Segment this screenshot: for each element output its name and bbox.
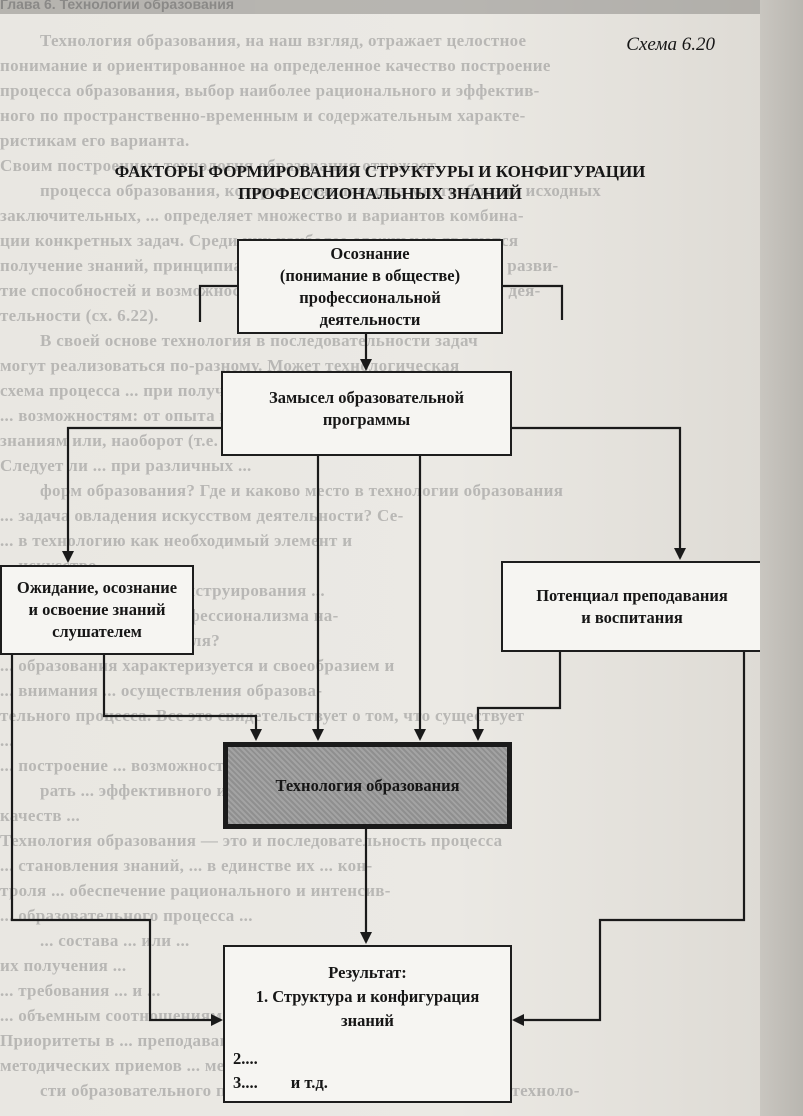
line-right-to-result	[512, 652, 746, 1026]
listener-box: Ожидание, осознание и освоение знаний сл…	[0, 565, 194, 655]
listener-line2: и освоение знаний	[28, 600, 166, 619]
bleed-text-line: ... становления знаний, ... в единстве и…	[0, 856, 373, 875]
potential-line2: и воспитания	[581, 607, 683, 627]
result-item-1-line2: знаний	[341, 1011, 394, 1030]
awareness-box: Осознание (понимание в обществе) професс…	[237, 239, 503, 334]
program-line2: программы	[322, 410, 411, 429]
listener-line3: слушателем	[52, 622, 142, 641]
bleed-text-line: Своим построением технология образования…	[0, 156, 437, 175]
bleed-text-line: Технология образования, на наш взгляд, о…	[40, 31, 527, 50]
bleed-text-line: ... образования характеризуется и своеоб…	[0, 656, 395, 675]
bleed-text-line: тельного процесса. Все это свидетельству…	[0, 706, 525, 725]
running-head: Глава 6. Технологии образования	[0, 0, 234, 12]
bleed-text-line: процесса образования, которое проявляетс…	[40, 181, 602, 200]
bleed-text-line: Технология образования — это и последова…	[0, 831, 503, 850]
technology-label: Технология образования	[275, 775, 460, 795]
bleed-text-line: ... задача овладения искусством деятельн…	[0, 506, 404, 525]
bleed-text-line: форм образования? Где и каково место в т…	[40, 481, 564, 500]
result-item-1-line1: 1. Структура и конфигурация	[255, 987, 480, 1006]
bleed-text-line: ...	[0, 731, 14, 750]
diagram-title-line1: ФАКТОРЫ ФОРМИРОВАНИЯ СТРУКТУРЫ И КОНФИГУ…	[114, 162, 646, 181]
bleed-text-line: троля ... обеспечение рационального и ин…	[0, 881, 391, 900]
bleed-text-line: понимание и ориентированное на определен…	[0, 56, 551, 75]
running-head-band: Глава 6. Технологии образования	[0, 0, 760, 14]
technology-box: Технология образования	[223, 742, 512, 829]
scheme-label: Схема 6.20	[626, 34, 715, 55]
bleed-text-line: ного по пространственно-временным и соде…	[0, 106, 526, 125]
result-box: Результат: 1. Структура и конфигурация з…	[223, 945, 512, 1103]
awareness-line1: Осознание	[330, 243, 410, 263]
result-item-3: 3.... и т.д.	[233, 1073, 328, 1092]
result-item-2: 2....	[233, 1049, 258, 1068]
flow-arrows	[10, 284, 746, 1026]
arrow-program-to-listener	[62, 426, 221, 563]
potential-line1: Потенциал преподавания	[536, 585, 728, 605]
bleed-text-line: их получения ...	[0, 956, 127, 975]
bleed-text-line: ... возможностям: от опыта к	[0, 406, 230, 425]
arrow-program-to-potential	[512, 426, 686, 560]
bleed-text-line: ... внимания ... осуществления образова-	[0, 681, 323, 700]
bleed-text-line: процесса образования, выбор наиболее рац…	[0, 81, 540, 100]
bleed-text-line: ... состава ... или ...	[40, 931, 190, 950]
result-heading: Результат:	[328, 963, 407, 982]
arrow-listener-to-tech	[102, 655, 262, 741]
bleed-text-line: тельности (сх. 6.22).	[0, 306, 159, 325]
bleed-text-line: заключительных, ... определяет множество…	[0, 206, 524, 225]
bleed-text-line: ристикам его варианта.	[0, 131, 190, 150]
awareness-line3: профессиональной	[299, 287, 441, 307]
bleed-text-line: В своей основе технология в последовател…	[40, 331, 478, 350]
diagram-title-line2: ПРОФЕССИОНАЛЬНЫХ ЗНАНИЙ	[238, 184, 522, 203]
bleed-text-line: ... в технологию как необходимый элемент…	[0, 531, 353, 550]
listener-line1: Ожидание, осознание	[16, 578, 178, 597]
line-left-to-result	[10, 655, 223, 1026]
bleed-text-line: могут реализоваться по-разному. Может те…	[0, 356, 460, 375]
awareness-line4: деятельности	[319, 309, 421, 329]
diagram-title: ФАКТОРЫ ФОРМИРОВАНИЯ СТРУКТУРЫ И КОНФИГУ…	[60, 161, 700, 205]
bleed-text-line: качеств ...	[0, 806, 81, 825]
bleed-text-line: рать ... эффективного и	[40, 781, 227, 800]
bleed-text-line: Следует ли ... при различных ...	[0, 456, 252, 475]
book-page: Глава 6. Технологии образования Технолог…	[0, 0, 760, 1116]
page-edge	[760, 0, 803, 1116]
program-box: Замысел образовательной программы	[221, 371, 512, 456]
awareness-line2: (понимание в обществе)	[279, 265, 461, 285]
bleed-text-line: ... требования ... и ...	[0, 981, 161, 1000]
program-line1: Замысел образовательной	[268, 388, 465, 407]
line-awareness-left	[198, 284, 237, 322]
potential-box: Потенциал преподавания и воспитания	[501, 561, 760, 652]
arrow-potential-to-tech	[472, 652, 562, 741]
line-awareness-right	[503, 284, 564, 320]
